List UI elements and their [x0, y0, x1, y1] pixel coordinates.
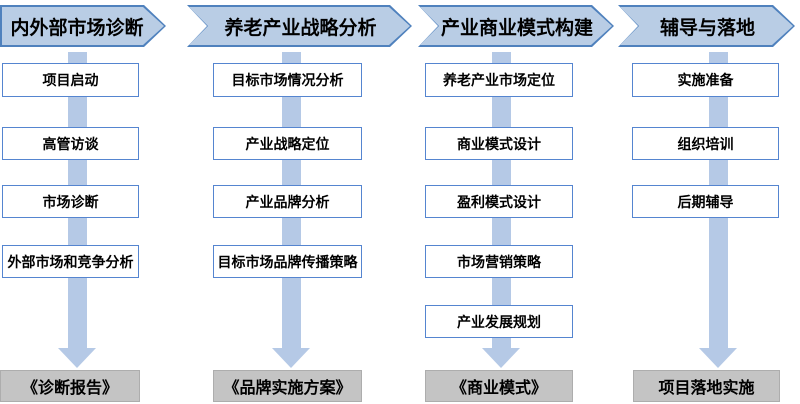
output-box: 《诊断报告》: [0, 370, 140, 402]
banner-shape: [189, 7, 410, 45]
down-arrowhead-icon: [272, 348, 310, 368]
step-box: 目标市场品牌传播策略: [213, 245, 362, 278]
step-box: 产业品牌分析: [213, 185, 362, 218]
output-box: 《品牌实施方案》: [213, 370, 362, 402]
output-box: 项目落地实施: [633, 370, 780, 402]
step-box: 商业模式设计: [425, 127, 573, 160]
step-box: 产业战略定位: [213, 127, 362, 160]
down-arrowhead-icon: [482, 348, 520, 368]
step-box: 市场诊断: [2, 185, 139, 218]
step-box: 外部市场和竞争分析: [2, 245, 139, 278]
step-box: 项目启动: [2, 63, 139, 97]
phase-column-1: 内外部市场诊断 项目启动 高管访谈 市场诊断 外部市场和竞争分析 《诊断报告》: [0, 0, 172, 404]
step-box: 产业发展规划: [425, 305, 573, 338]
phase-title: 内外部市场诊断: [10, 17, 144, 39]
down-arrowhead-icon: [58, 348, 96, 368]
step-box: 后期辅导: [632, 185, 779, 218]
banner-shape: [620, 7, 793, 45]
phase-banner-3: 产业商业模式构建: [418, 5, 614, 47]
phase-column-4: 辅导与落地 实施准备 组织培训 后期辅导 项目落地实施: [618, 0, 800, 404]
phase-column-2: 养老产业战略分析 目标市场情况分析 产业战略定位 产业品牌分析 目标市场品牌传播…: [187, 0, 413, 404]
step-box: 实施准备: [632, 63, 779, 97]
phase-title: 辅导与落地: [659, 17, 755, 39]
banner-shape: [2, 7, 164, 45]
step-box: 盈利模式设计: [425, 185, 573, 218]
step-box: 高管访谈: [2, 127, 139, 160]
step-box: 市场营销策略: [425, 245, 573, 278]
phase-column-3: 产业商业模式构建 养老产业市场定位 商业模式设计 盈利模式设计 市场营销策略 产…: [410, 0, 618, 404]
phase-title: 产业商业模式构建: [440, 17, 593, 39]
phase-banner-1: 内外部市场诊断: [0, 5, 166, 47]
step-box: 目标市场情况分析: [213, 63, 362, 97]
phase-banner-2: 养老产业战略分析: [187, 5, 412, 47]
phase-title: 养老产业战略分析: [224, 17, 377, 39]
output-box: 《商业模式》: [425, 370, 573, 402]
banner-shape: [420, 7, 612, 45]
down-arrowhead-icon: [699, 348, 737, 368]
step-box: 养老产业市场定位: [425, 63, 573, 97]
phase-banner-4: 辅导与落地: [618, 5, 795, 47]
step-box: 组织培训: [632, 127, 779, 160]
